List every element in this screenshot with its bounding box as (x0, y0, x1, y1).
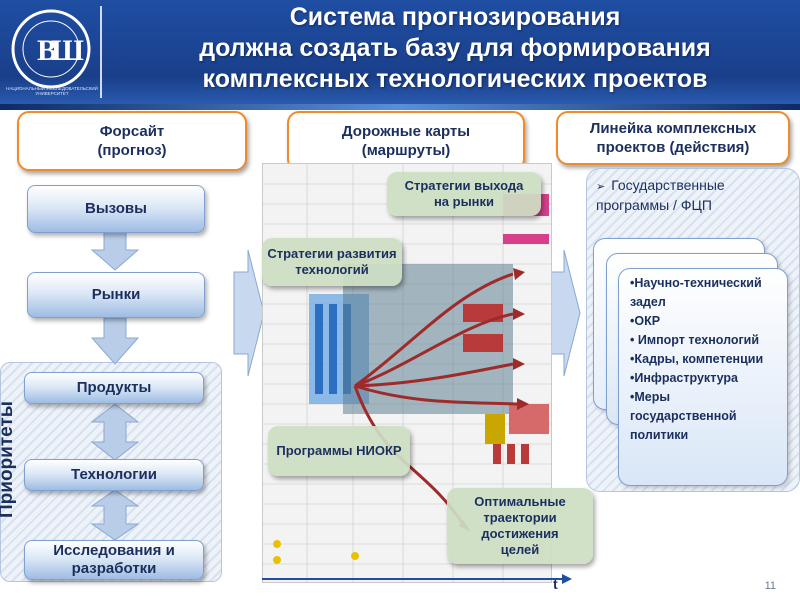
list-item: • Импорт технологий (630, 333, 760, 347)
niokr-programs-callout: Программы НИОКР (268, 426, 410, 476)
challenges-box: Вызовы (27, 185, 205, 233)
markets-box: Рынки (27, 272, 205, 318)
foresight-header: Форсайт (прогноз) (17, 111, 247, 171)
logo-caption: НАЦИОНАЛЬНЫЙ ИССЛЕДОВАТЕЛЬСКИЙ УНИВЕРСИТ… (6, 86, 98, 96)
left-connectors (90, 231, 140, 541)
slide-title: Система прогнозирования должна создать б… (199, 3, 711, 93)
rnd-box: Исследования и разработки (24, 540, 204, 580)
svg-text:В: В (37, 34, 57, 67)
optimal-trajectories-callout: Оптимальные траектории достижения целей (447, 488, 593, 564)
list-item: •Меры государственной политики (630, 390, 737, 442)
projects-header: Линейка комплексных проектов (действия) (556, 111, 790, 165)
university-logo-icon: В Ш (11, 9, 91, 89)
down-arrow-icon (90, 317, 140, 365)
list-item: •ОКР (630, 314, 661, 328)
project-components-list: •Научно-технический задел •ОКР • Импорт … (630, 274, 780, 445)
stack-card-front (618, 268, 788, 486)
time-axis-label: t (553, 576, 558, 592)
header-banner (0, 0, 800, 110)
time-axis (262, 574, 572, 584)
arrow-bullet-icon: ➢ (596, 181, 606, 193)
products-box: Продукты (24, 372, 204, 404)
list-item: •Научно-технический задел (630, 276, 762, 309)
right-arrow-icon (233, 249, 265, 377)
double-arrow-icon (90, 489, 140, 541)
svg-text:Ш: Ш (51, 34, 84, 67)
technologies-box: Технологии (24, 459, 204, 491)
axis-arrow-icon (562, 574, 572, 584)
list-item: •Кадры, компетенции (630, 352, 764, 366)
double-arrow-icon (90, 403, 140, 461)
state-programs-header: ➢Государственные программы / ФЦП (596, 176, 796, 214)
list-item: •Инфраструктура (630, 371, 738, 385)
header-strip (0, 104, 800, 110)
tech-strategy-callout: Стратегии развития технологий (262, 238, 402, 286)
logo-divider (100, 6, 102, 98)
page-number: 11 (764, 580, 776, 592)
market-exit-callout: Стратегии выхода на рынки (387, 172, 541, 216)
roadmaps-header: Дорожные карты (маршруты) (287, 111, 525, 171)
state-programs-text: Государственные программы / ФЦП (596, 177, 725, 213)
down-arrow-icon (90, 231, 140, 271)
right-arrow-icon (549, 249, 581, 377)
